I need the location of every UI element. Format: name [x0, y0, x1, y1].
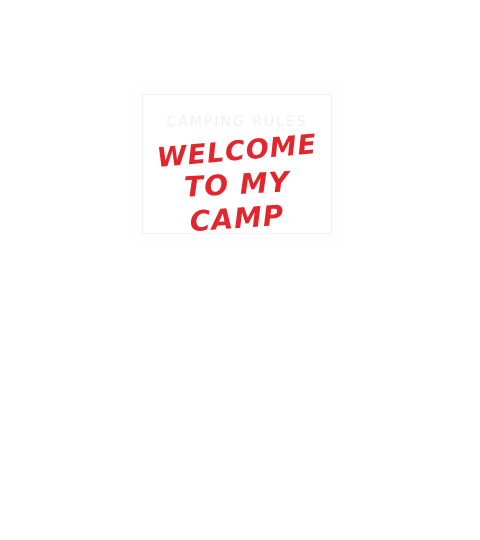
slogan: WELCOME TO MY CAMP: [134, 129, 340, 238]
sign-frame: [142, 94, 332, 234]
faint-header-text: CAMPING RULES: [166, 114, 308, 130]
sign-graphic: CAMPING RULES WELCOME TO MY CAMP: [134, 86, 340, 242]
